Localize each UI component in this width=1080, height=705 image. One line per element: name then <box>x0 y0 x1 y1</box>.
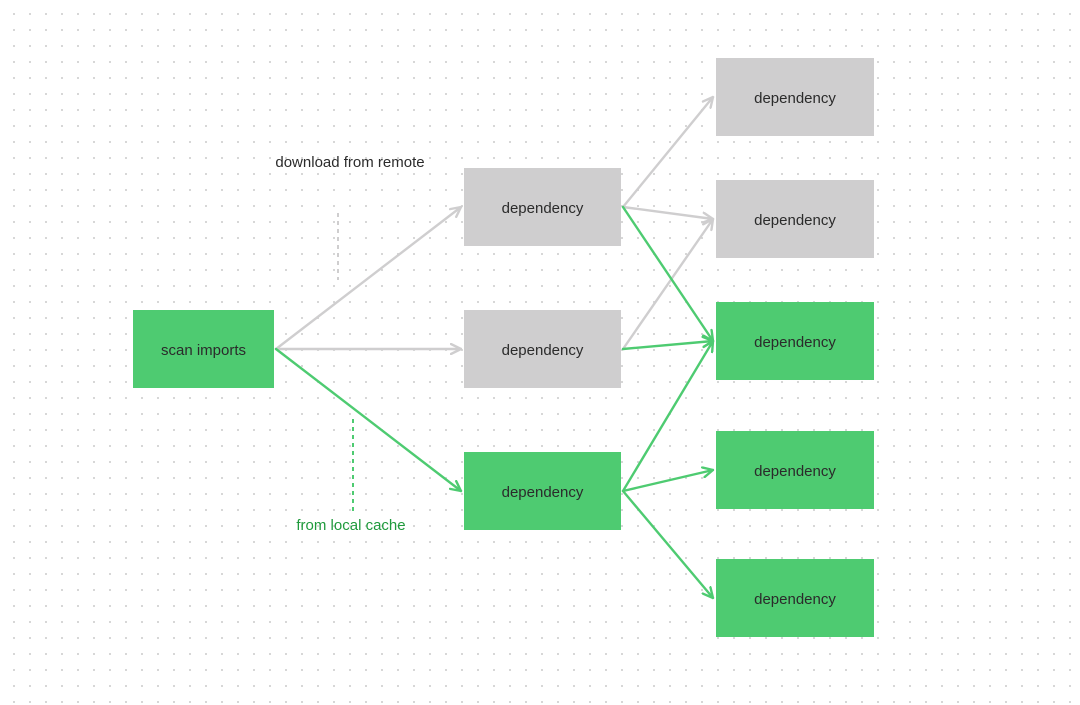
edge-source-to-level1-0 <box>274 205 463 351</box>
level2-node-1: dependency <box>716 180 874 258</box>
edge-level1-1-to-level2-2 <box>621 341 715 351</box>
source-node: scan imports <box>133 310 274 388</box>
level1-node-1: dependency <box>464 310 621 388</box>
level1-node-2-box <box>464 452 621 530</box>
level2-node-4-box <box>716 559 874 637</box>
level2-node-1-box <box>716 180 874 258</box>
level2-node-2-box <box>716 302 874 380</box>
edge-source-to-level1-2 <box>274 347 463 493</box>
source-node-label: scan imports <box>161 342 246 359</box>
level2-node-0-label: dependency <box>754 90 836 107</box>
level2-node-4-label: dependency <box>754 591 836 608</box>
edge-level1-2-to-level2-2 <box>621 339 715 493</box>
level2-node-2: dependency <box>716 302 874 380</box>
level1-node-0: dependency <box>464 168 621 246</box>
level2-node-2-label: dependency <box>754 334 836 351</box>
local-edges <box>274 205 715 600</box>
level1-node-1-label: dependency <box>502 342 584 359</box>
edge-level1-0-to-level2-2 <box>621 205 715 343</box>
local-annotation: from local cache <box>296 517 405 534</box>
source-node-box <box>133 310 274 388</box>
edge-level1-1-to-level2-1 <box>621 217 715 351</box>
edge-level1-2-to-level2-4 <box>621 489 715 600</box>
level1-node-2-label: dependency <box>502 484 584 501</box>
edge-level1-2-to-level2-3 <box>621 470 715 493</box>
level2-node-0: dependency <box>716 58 874 136</box>
level2-node-4: dependency <box>716 559 874 637</box>
level1-node-1-box <box>464 310 621 388</box>
level1-node-0-box <box>464 168 621 246</box>
level1-node-0-label: dependency <box>502 200 584 217</box>
level2-node-1-label: dependency <box>754 212 836 229</box>
level2-node-3-box <box>716 431 874 509</box>
level2-node-0-box <box>716 58 874 136</box>
remote-edges <box>274 95 715 351</box>
remote-annotation: download from remote <box>275 154 424 171</box>
level1-node-2: dependency <box>464 452 621 530</box>
level2-node-3: dependency <box>716 431 874 509</box>
level2-node-3-label: dependency <box>754 463 836 480</box>
edge-level1-0-to-level2-1 <box>621 205 715 219</box>
edge-level1-0-to-level2-0 <box>621 95 715 209</box>
